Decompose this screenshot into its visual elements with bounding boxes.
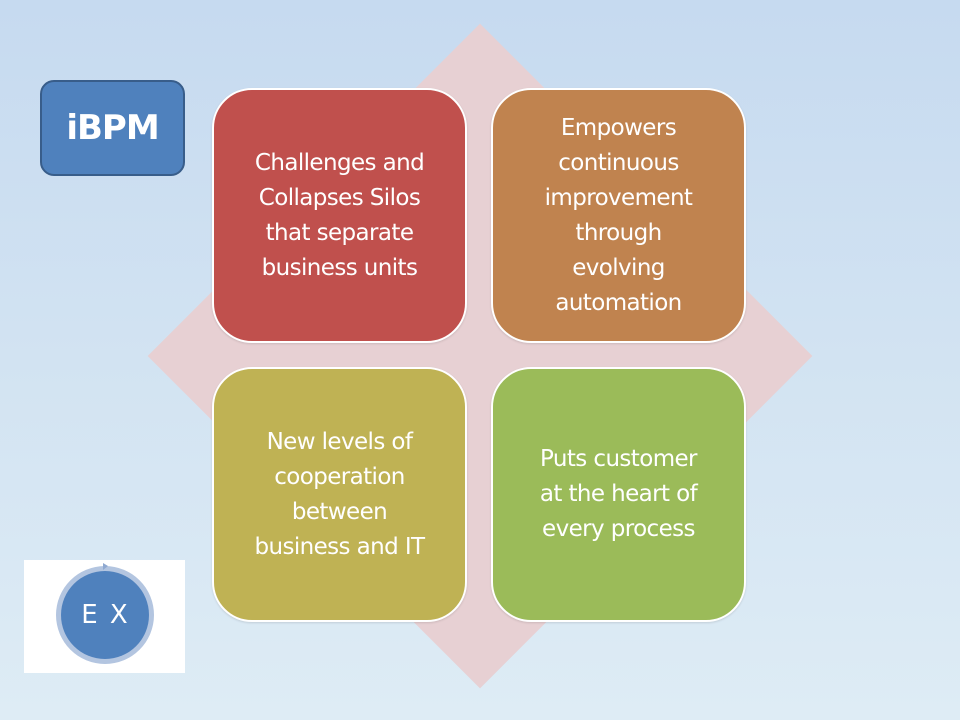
quadrant-text: Challenges and Collapses Silos that sepa… bbox=[254, 149, 425, 281]
ibpm-badge-label: iBPM bbox=[66, 108, 159, 148]
quadrant-text: Puts customer at the heart of every proc… bbox=[539, 446, 698, 542]
quadrant-business-it-cooperation: New levels of cooperation between busine… bbox=[212, 367, 467, 622]
circular-arrow-logo-icon bbox=[56, 563, 154, 664]
quadrant-customer-centric: Puts customer at the heart of every proc… bbox=[491, 367, 746, 622]
quadrant-challenges-silos: Challenges and Collapses Silos that sepa… bbox=[212, 88, 467, 343]
quadrant-text: Empowers continuous improvement through … bbox=[544, 114, 693, 316]
quadrant-continuous-improvement: Empowers continuous improvement through … bbox=[491, 88, 746, 343]
quadrant-text: New levels of cooperation between busine… bbox=[254, 428, 426, 560]
ibpm-badge: iBPM bbox=[40, 80, 185, 176]
ex-logo: E X bbox=[24, 560, 185, 673]
logo-text: E X bbox=[81, 599, 130, 630]
